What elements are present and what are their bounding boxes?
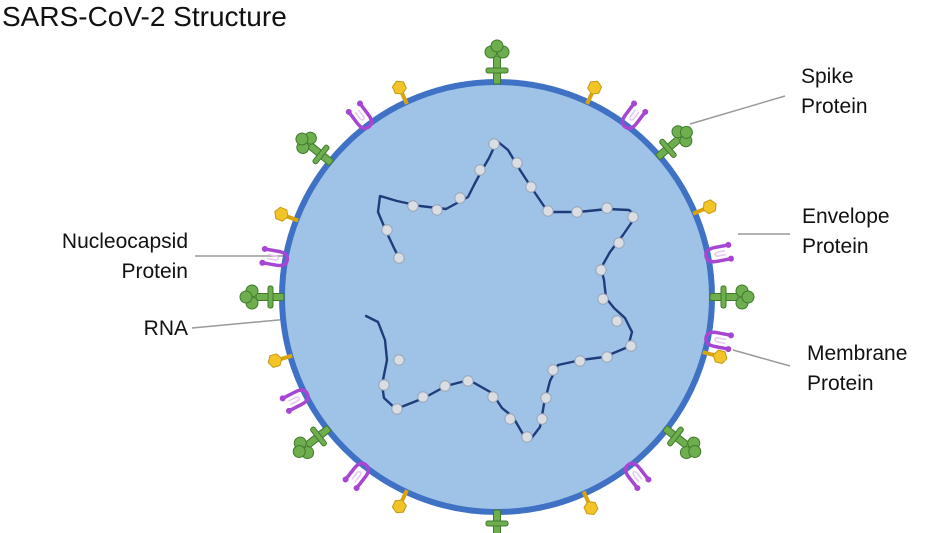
spike-protein-icon <box>295 131 334 166</box>
nucleocapsid-bead-icon <box>407 200 419 212</box>
nucleocapsid-bead-icon <box>574 355 586 367</box>
nucleocapsid-bead-icon <box>474 164 486 176</box>
nucleocapsid-bead-icon <box>504 413 516 425</box>
nucleocapsid-bead-icon <box>487 391 499 403</box>
membrane-protein-icon <box>704 241 734 264</box>
nucleocapsid-bead-icon <box>454 192 466 204</box>
nucleocapsid-bead-icon <box>601 351 613 363</box>
spike-protein-icon <box>239 284 285 310</box>
label-nucleocapsid-line1: Nucleocapsid <box>61 230 188 253</box>
label-membrane-line1: Membrane <box>807 342 908 365</box>
nucleocapsid-bead-icon <box>417 391 429 403</box>
nucleocapsid-bead-icon <box>381 224 393 236</box>
membrane-protein-icon <box>620 100 649 131</box>
membrane-protein-icon <box>623 461 652 492</box>
nucleocapsid-bead-icon <box>378 379 390 391</box>
envelope-protein-icon <box>702 349 728 365</box>
nucleocapsid-bead-icon <box>391 403 403 415</box>
spike-protein-icon <box>292 425 332 460</box>
nucleocapsid-bead-icon <box>613 237 625 249</box>
leader-line-spike <box>689 95 786 125</box>
nucleocapsid-bead-icon <box>393 252 405 264</box>
nucleocapsid-bead-icon <box>536 413 548 425</box>
nucleocapsid-bead-icon <box>511 157 523 169</box>
nucleocapsid-bead-icon <box>611 315 623 327</box>
label-envelope-protein: Envelope Protein <box>802 202 890 262</box>
nucleocapsid-bead-icon <box>488 138 500 150</box>
label-nucleocapsid-protein: Nucleocapsid Protein <box>28 227 188 287</box>
membrane-protein-icon <box>342 461 371 492</box>
label-nucleocapsid-line2: Protein <box>121 260 188 283</box>
nucleocapsid-bead-icon <box>597 293 609 305</box>
spike-protein-icon <box>662 425 702 460</box>
nucleocapsid-bead-icon <box>525 181 537 193</box>
label-membrane-protein: Membrane Protein <box>807 339 907 399</box>
page-title: SARS-CoV-2 Structure <box>2 1 287 32</box>
nucleocapsid-bead-icon <box>542 205 554 217</box>
label-spike-line2: Protein <box>801 95 868 118</box>
label-spike-line1: Spike <box>801 65 854 88</box>
envelope-protein-icon <box>267 353 293 369</box>
envelope-protein-icon <box>581 490 599 515</box>
nucleocapsid-bead-icon <box>595 264 607 276</box>
spike-protein-icon <box>709 284 755 310</box>
spike-protein-icon <box>655 125 693 160</box>
envelope-protein-icon <box>692 199 717 216</box>
label-rna-line1: RNA <box>143 317 188 340</box>
membrane-protein-icon <box>345 100 374 131</box>
spike-protein-icon <box>485 509 509 533</box>
nucleocapsid-bead-icon <box>627 211 639 223</box>
membrane-protein-icon <box>704 330 734 353</box>
nucleocapsid-bead-icon <box>439 380 451 392</box>
leader-line-membrane <box>732 349 791 367</box>
label-envelope-line1: Envelope <box>802 205 890 228</box>
envelope-protein-icon <box>585 80 603 105</box>
membrane-protein-icon <box>259 245 290 268</box>
label-envelope-line2: Protein <box>802 235 869 258</box>
label-membrane-line2: Protein <box>807 372 874 395</box>
label-spike-protein: Spike Protein <box>801 62 868 122</box>
label-rna: RNA <box>108 314 188 344</box>
membrane-protein-icon <box>279 388 310 414</box>
nucleocapsid-bead-icon <box>521 431 533 443</box>
spike-protein-icon <box>484 39 510 85</box>
surface-proteins <box>239 39 755 533</box>
nucleocapsid-beads <box>378 138 639 443</box>
nucleocapsid-bead-icon <box>625 340 637 352</box>
nucleocapsid-bead-icon <box>462 375 474 387</box>
nucleocapsid-bead-icon <box>431 204 443 216</box>
envelope-protein-icon <box>391 80 409 105</box>
nucleocapsid-bead-icon <box>547 364 559 376</box>
nucleocapsid-bead-icon <box>571 206 583 218</box>
nucleocapsid-bead-icon <box>540 392 552 404</box>
envelope-protein-icon <box>391 489 409 514</box>
envelope-protein-icon <box>274 206 299 223</box>
nucleocapsid-bead-icon <box>601 202 613 214</box>
nucleocapsid-bead-icon <box>393 354 405 366</box>
